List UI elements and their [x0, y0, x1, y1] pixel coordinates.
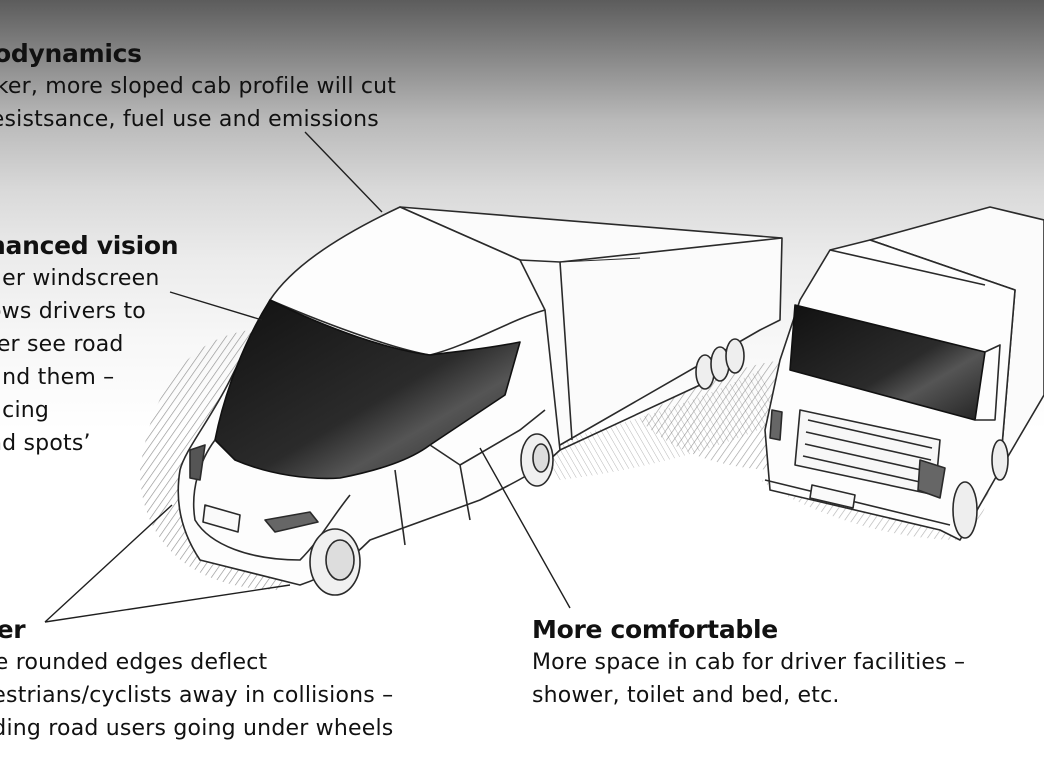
leader-line-comfort — [479, 447, 571, 609]
callout-comfort-line: shower, toilet and bed, etc. — [532, 683, 840, 708]
callout-safer-line: iding road users going under wheels — [0, 716, 394, 741]
callout-safer-line: re rounded edges deflect — [0, 650, 268, 675]
callout-safer-line: lestrians/cyclists away in collisions – — [0, 683, 394, 708]
callout-vision-line: nd spots’ — [0, 431, 91, 456]
callout-vision-heading: hanced vision — [0, 231, 179, 260]
callout-aerodynamics-heading: rodynamics — [0, 39, 142, 68]
callout-safer: fer re rounded edges deflect lestrians/c… — [0, 614, 393, 745]
callout-vision-line: und them – — [0, 365, 115, 390]
callout-comfort-line: More space in cab for driver facilities … — [532, 650, 966, 675]
leader-line-vision — [169, 291, 263, 321]
callout-aerodynamics: rodynamics eker, more sloped cab profile… — [0, 38, 396, 136]
conventional-truck — [764, 206, 1044, 541]
callout-vision-line: ows drivers to — [0, 299, 146, 324]
leader-line-safer-nose — [44, 504, 173, 623]
callout-enhanced-vision: hanced vision ger windscreen ows drivers… — [0, 230, 179, 460]
concept-truck — [177, 206, 783, 596]
callout-safer-heading: fer — [0, 615, 26, 644]
callout-vision-line: ter see road — [0, 332, 124, 357]
callout-more-comfortable: More comfortable More space in cab for d… — [532, 614, 965, 712]
callout-comfort-heading: More comfortable — [532, 615, 778, 644]
callout-leader-lines — [44, 131, 571, 623]
callout-vision-line: ger windscreen — [0, 266, 160, 291]
callout-vision-line: ucing — [0, 398, 50, 423]
callout-aerodynamics-line: resistsance, fuel use and emissions — [0, 107, 379, 132]
leader-line-aerodynamics — [304, 131, 383, 213]
leader-line-safer-wheel — [44, 584, 291, 623]
callout-aerodynamics-line: eker, more sloped cab profile will cut — [0, 74, 397, 99]
